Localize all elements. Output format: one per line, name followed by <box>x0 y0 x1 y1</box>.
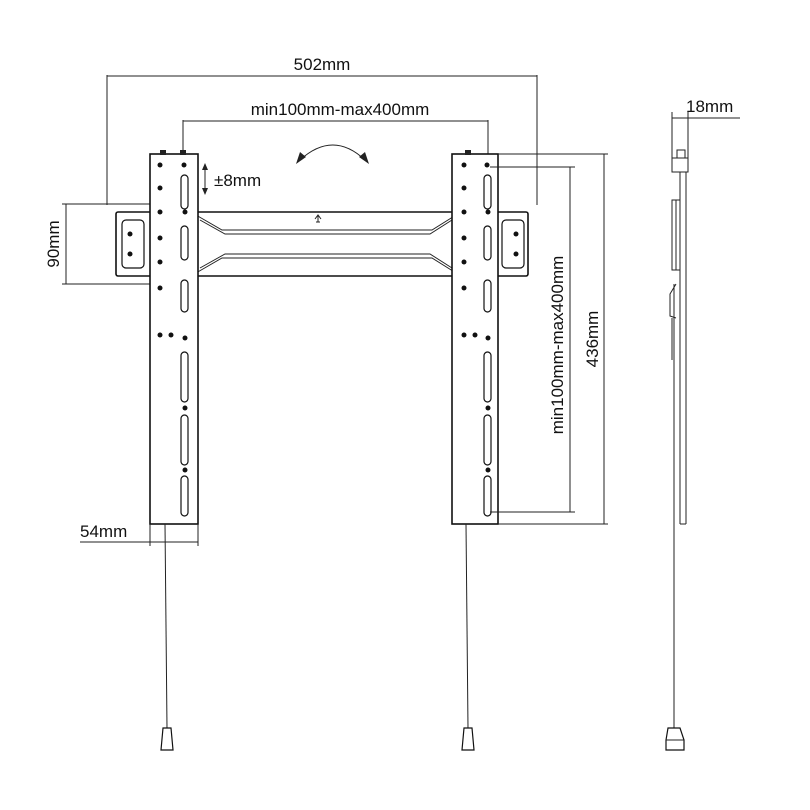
overall-height-label: 436mm <box>583 311 602 368</box>
vesa-horizontal-dimension: min100mm-max400mm <box>182 100 489 160</box>
vesa-horizontal-label: min100mm-max400mm <box>251 100 430 119</box>
bracket-height-dimension: 90mm <box>44 203 150 285</box>
overall-height-dimension: 436mm <box>498 153 608 525</box>
depth-label: 18mm <box>686 97 733 116</box>
front-view: 502mm min100mm-max400mm ±8mm 90mm <box>44 55 608 751</box>
vertical-adjust-label: ±8mm <box>214 171 261 190</box>
vesa-vertical-label: min100mm-max400mm <box>548 256 567 435</box>
right-vertical-arm <box>451 150 499 525</box>
side-profile <box>665 149 689 751</box>
vesa-vertical-dimension: min100mm-max400mm <box>490 166 575 513</box>
bracket-height-label: 90mm <box>44 220 63 267</box>
vertical-adjust-dimension: ±8mm <box>202 163 261 195</box>
arm-width-dimension: 54mm <box>80 522 199 546</box>
tilt-rotation-arrow-icon <box>296 144 369 164</box>
overall-width-label: 502mm <box>294 55 351 74</box>
overall-width-dimension: 502mm <box>106 55 538 205</box>
depth-dimension: 18mm <box>671 97 740 165</box>
wall-plate <box>115 211 529 277</box>
arm-width-label: 54mm <box>80 522 127 541</box>
left-vertical-arm <box>149 150 199 525</box>
release-cords <box>160 523 475 751</box>
side-view: 18mm <box>665 97 740 751</box>
